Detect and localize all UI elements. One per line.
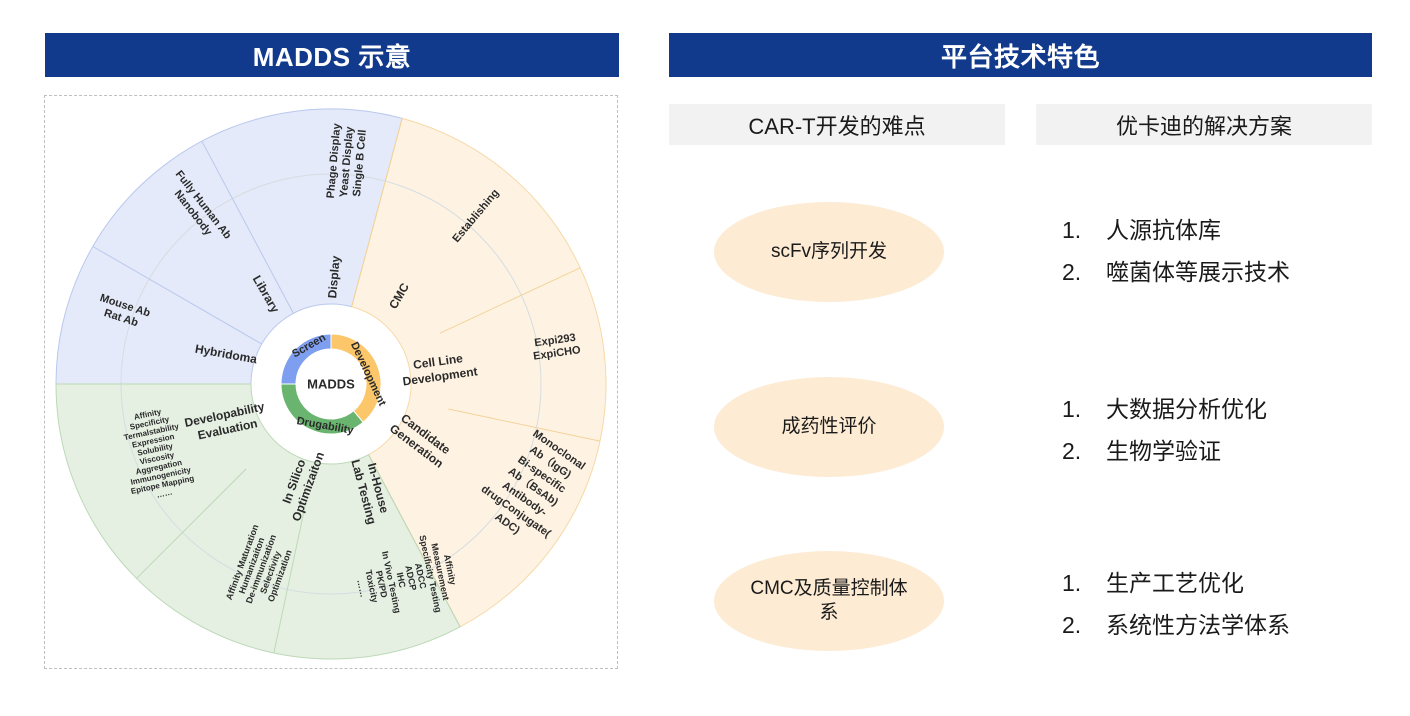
screen-divider — [201, 140, 294, 314]
outer-developability-label-line: …… — [156, 488, 174, 500]
dev-divider — [439, 267, 581, 334]
difficulty-cmc: CMC及质量控制体系 — [714, 551, 944, 651]
list-item: 1.大数据分析优化 — [1062, 396, 1267, 422]
dev-divider — [448, 408, 601, 442]
center-label: MADDS — [307, 377, 355, 392]
madds-header: MADDS 示意 — [45, 33, 619, 77]
difficulties-column-header: CAR-T开发的难点 — [669, 104, 1005, 145]
screen-divider — [92, 246, 262, 345]
outer-expi-label-line: Expi293 — [534, 332, 577, 350]
list-item: 1.生产工艺优化 — [1062, 570, 1244, 596]
list-item: 2.噬菌体等展示技术 — [1062, 259, 1290, 285]
dev-divider — [351, 118, 403, 307]
list-item: 1.人源抗体库 — [1062, 217, 1221, 243]
mid-cell-line-label-line: Cell Line — [412, 351, 464, 372]
drug-divider — [136, 468, 247, 579]
drug-divider — [273, 501, 307, 654]
development-region — [351, 117, 607, 628]
drugability-region — [55, 383, 461, 660]
difficulty-druggability: 成药性评价 — [714, 377, 944, 477]
outer-phage-label-line: Single B Cell — [351, 129, 369, 197]
list-item: 2.系统性方法学体系 — [1062, 612, 1290, 638]
mid-display-label-line: Display — [325, 255, 343, 299]
solution-list-cmc: 1.生产工艺优化 2.系统性方法学体系 — [1062, 562, 1290, 646]
solutions-column-header: 优卡迪的解决方案 — [1036, 104, 1372, 145]
center-label-line: MADDS — [307, 377, 355, 392]
outer-lab-testing-label-line: IHC — [395, 571, 408, 589]
platform-features-header: 平台技术特色 — [669, 33, 1372, 77]
solution-list-scfv: 1.人源抗体库 2.噬菌体等展示技术 — [1062, 209, 1290, 293]
mid-display-label: Display — [325, 255, 343, 299]
solution-list-druggability: 1.大数据分析优化 2.生物学验证 — [1062, 388, 1267, 472]
list-item: 2.生物学验证 — [1062, 438, 1221, 464]
drug-divider — [368, 454, 461, 628]
outer-lab-testing-label-line: …… — [355, 579, 369, 599]
screen-region — [55, 108, 403, 385]
difficulty-scfv: scFv序列开发 — [714, 202, 944, 302]
center-circle — [296, 349, 366, 419]
